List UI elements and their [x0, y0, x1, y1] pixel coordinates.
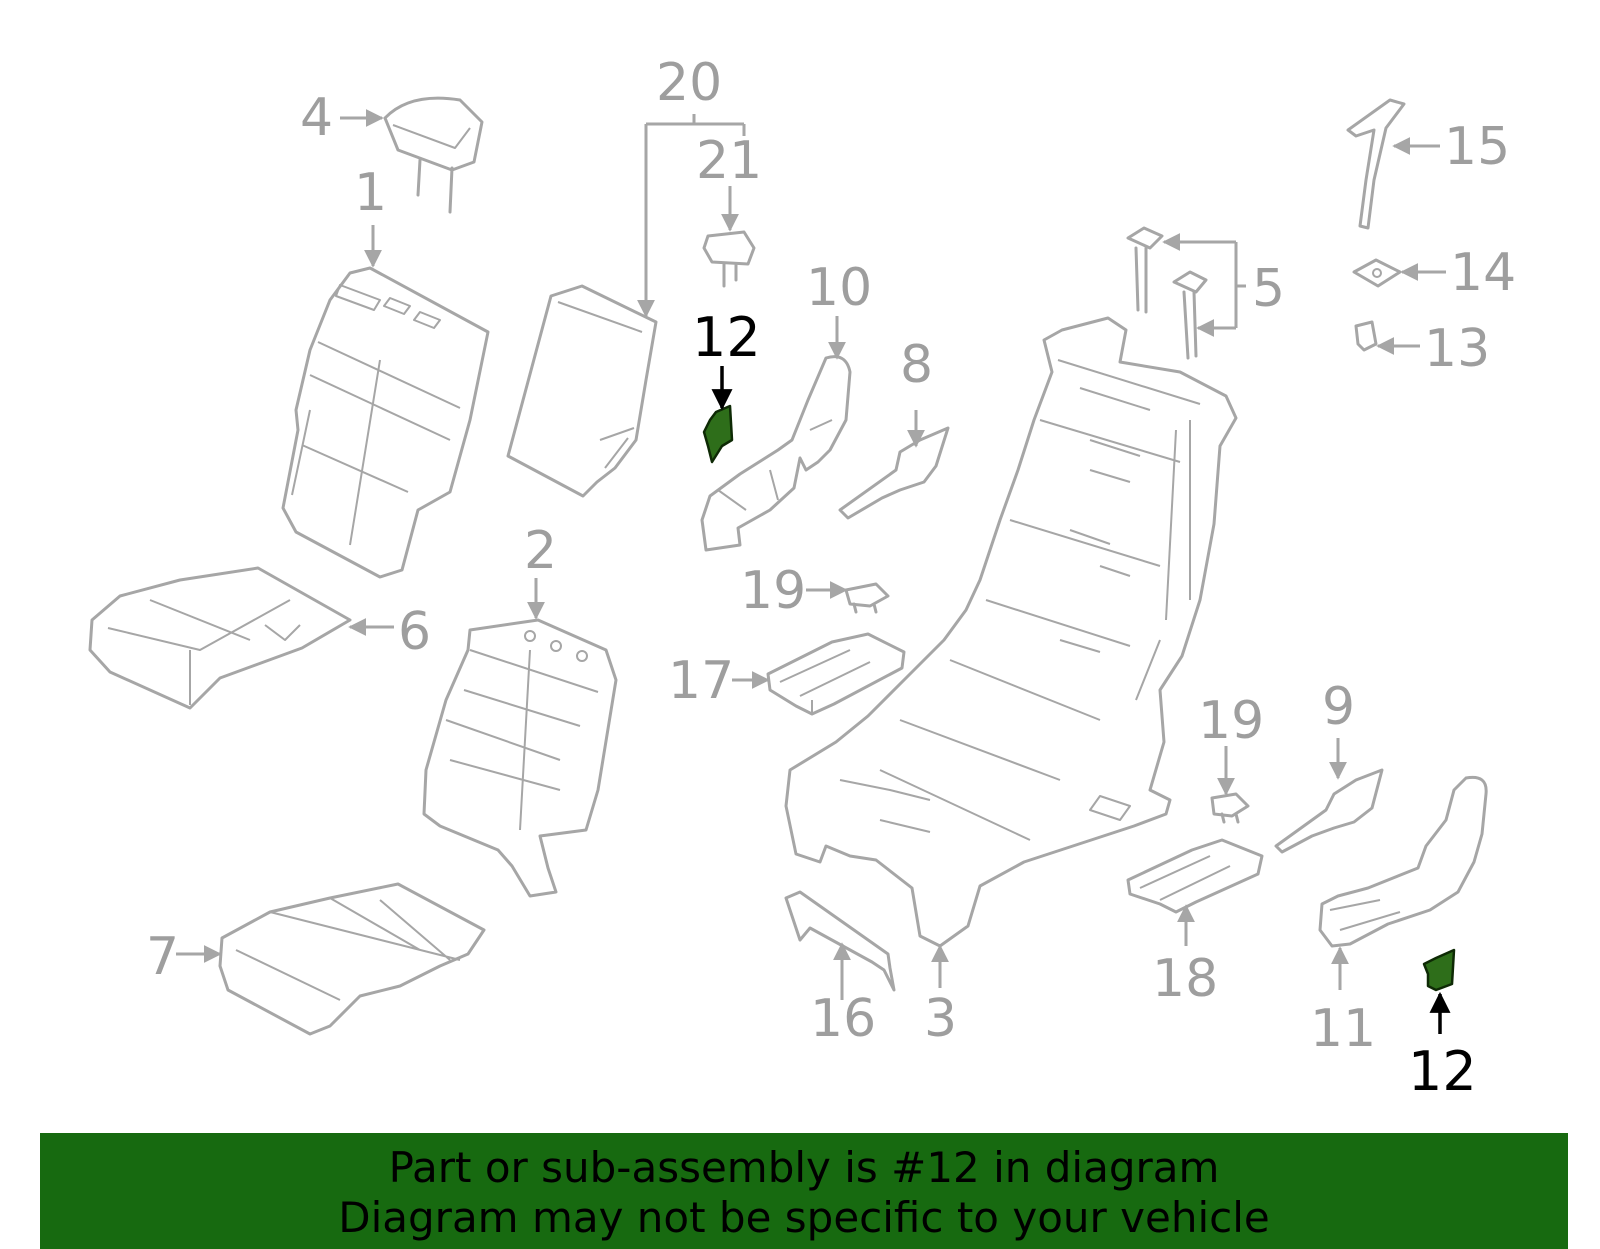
callout-2: 2 [524, 521, 557, 581]
callout-20: 20 [656, 53, 722, 113]
callout-5: 5 [1252, 259, 1285, 319]
callout-7: 7 [146, 927, 179, 987]
callout-11: 11 [1310, 999, 1376, 1059]
hinge-bracket-lower-part [1318, 775, 1488, 948]
seat-frame-part [784, 316, 1238, 948]
back-panel-part [506, 284, 658, 498]
trim-strip-part [784, 890, 896, 992]
seat-cushion-upper-part [88, 566, 352, 710]
track-cover-lower-part [1126, 838, 1264, 914]
leader-lines [176, 109, 1451, 1034]
banner-line-disclaimer: Diagram may not be specific to your vehi… [338, 1193, 1270, 1242]
info-banner: Part or sub-assembly is #12 in diagram D… [40, 1133, 1568, 1249]
callout-3: 3 [924, 989, 957, 1049]
callout-12-upper: 12 [692, 306, 761, 369]
clip-part-21 [702, 230, 756, 288]
headrest-part [383, 96, 484, 214]
callout-19-lower: 19 [1198, 691, 1264, 751]
banner-line-part-info: Part or sub-assembly is #12 in diagram [388, 1143, 1220, 1192]
callout-17: 17 [668, 651, 734, 711]
clip-part-13 [1354, 320, 1378, 352]
trim-piece-lower-part [1274, 768, 1384, 854]
seat-cushion-lower-part [218, 882, 486, 1036]
seat-back-frame-part [422, 618, 618, 898]
track-cover-upper-part [766, 632, 906, 716]
trim-piece-upper-part [838, 426, 950, 520]
callout-10: 10 [806, 258, 872, 318]
cap-part-19b [1210, 792, 1250, 824]
callout-8: 8 [900, 335, 933, 395]
seat-back-part [281, 266, 490, 579]
callout-9: 9 [1322, 677, 1355, 737]
hinge-bracket-upper-part [700, 355, 852, 552]
cap-part-19a [844, 582, 890, 614]
highlighted-part-12-lower [1422, 948, 1456, 992]
headrest-guide-part [1126, 226, 1208, 360]
callout-1: 1 [354, 163, 387, 223]
callout-21: 21 [696, 131, 762, 191]
callout-4: 4 [300, 88, 333, 148]
washer-part-14 [1352, 258, 1402, 288]
callout-18: 18 [1152, 949, 1218, 1009]
highlighted-part-12-upper [702, 404, 734, 464]
callout-16: 16 [810, 989, 876, 1049]
callout-19-upper: 19 [740, 561, 806, 621]
callout-6: 6 [398, 602, 431, 662]
callout-15: 15 [1444, 117, 1510, 177]
rod-part-15 [1346, 98, 1406, 230]
callout-13: 13 [1424, 319, 1490, 379]
callout-12-lower: 12 [1408, 1040, 1477, 1103]
callout-14: 14 [1450, 243, 1516, 303]
